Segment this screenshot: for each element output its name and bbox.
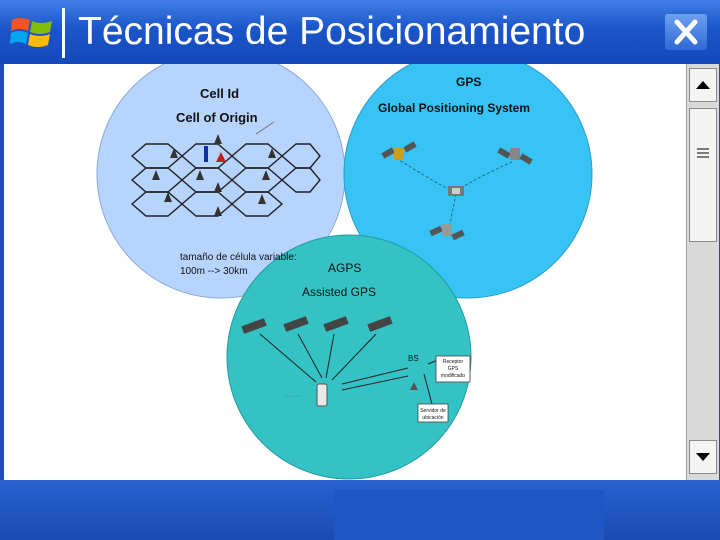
scroll-down-button[interactable] [689,440,717,474]
gps-title: GPS [456,75,481,89]
window-title: Técnicas de Posicionamiento [78,10,586,53]
cell-size-note: tamaño de célula variable: [180,252,297,263]
cell-hexagon-grid [130,143,321,217]
phone-label: · · · · · · [284,394,301,400]
satellite-icon [323,316,349,332]
satellite-icon [241,318,267,334]
phone-icon [204,146,226,162]
mobile-phone-icon [316,383,328,407]
bs-label: BS [408,354,419,363]
gps-subtitle: Global Positioning System [378,101,530,115]
cell-id-title: Cell Id [200,86,239,101]
satellite-icon [448,186,464,196]
base-station-icon [410,382,418,390]
satellite-icon [283,316,309,332]
gps-receiver-box: Receptor GPS modificado [435,355,471,383]
agps-subtitle: Assisted GPS [302,285,376,299]
agps-circle [226,234,472,480]
windows-logo-icon [10,18,52,47]
positioning-diagram: Cell Id Cell of Origin tamañ [96,49,593,480]
satellite-icon [429,224,465,241]
bottom-tab-area [334,490,604,540]
title-bar: Técnicas de Posicionamiento [0,0,720,64]
vertical-scrollbar[interactable] [686,64,719,480]
agps-title: AGPS [328,261,361,275]
title-separator [62,8,65,58]
slide-content: Cell Id Cell of Origin tamañ [4,49,686,480]
agps-satellites [241,316,393,334]
server-line-1: Servidor de [420,408,446,414]
arrow-up-icon [696,81,710,89]
location-server-box: Servidor de ubicación [417,403,449,423]
scroll-up-button[interactable] [689,68,717,102]
pointer-line [255,121,275,135]
satellite-icon [497,147,533,165]
grip-lines-icon [697,148,709,158]
cell-tower-icon [152,134,276,216]
close-button[interactable] [665,14,707,50]
receiver-line-2: GPS [448,366,459,372]
receiver-line-3: modificado [441,373,465,379]
cell-of-origin-label: Cell of Origin [176,110,258,125]
satellite-icon [367,316,393,332]
scrollbar-thumb[interactable] [689,108,717,242]
agps-signal-lines [259,333,439,405]
cell-size-range: 100m --> 30km [180,266,248,277]
server-line-2: ubicación [422,415,443,421]
arrow-down-icon [696,453,710,461]
receiver-line-1: Receptor [443,359,464,365]
close-icon [674,19,698,45]
satellite-icon [381,141,417,160]
satellite-constellation [381,141,533,241]
